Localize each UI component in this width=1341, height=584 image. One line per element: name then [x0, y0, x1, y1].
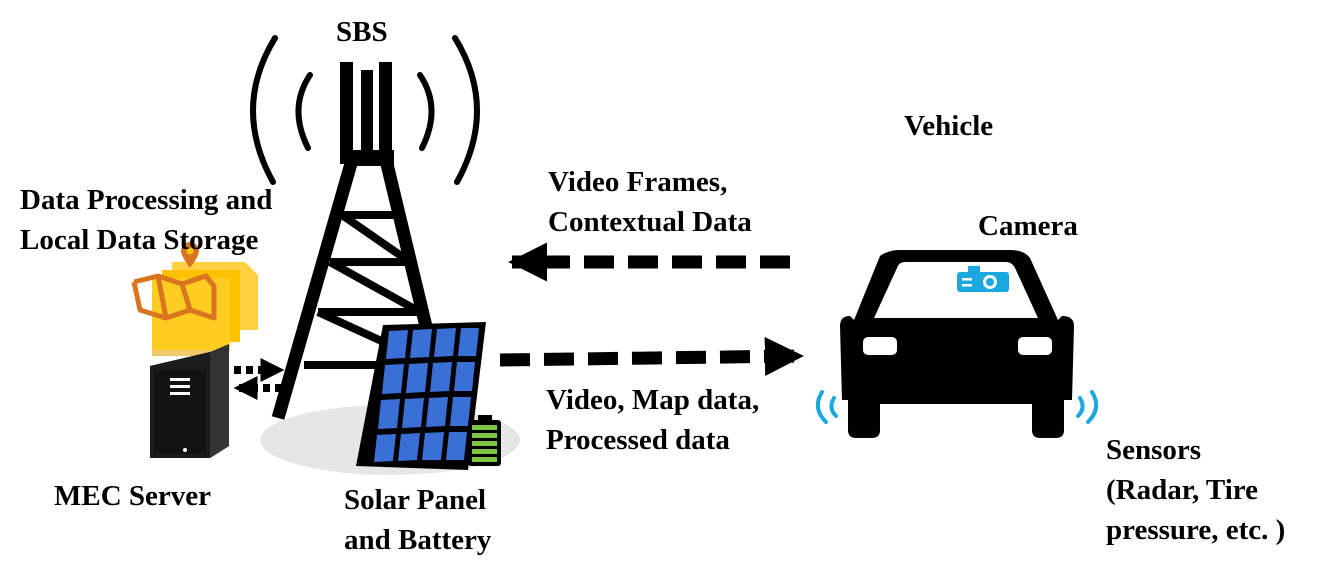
- downlink-line-2: Processed data: [546, 424, 730, 456]
- map-pin-icon: [181, 242, 199, 268]
- solar-battery-label: Solar Panel and Battery: [344, 480, 491, 560]
- server-link-arrows: [233, 358, 285, 400]
- signal-waves-icon: [250, 35, 480, 185]
- data-processing-line-2: Local Data Storage: [20, 224, 259, 256]
- data-processing-label: Data Processing and Local Data Storage: [20, 180, 272, 260]
- uplink-line-1: Video Frames,: [548, 166, 728, 198]
- downlink-arrow: [499, 336, 804, 376]
- cell-tower-icon: [271, 62, 455, 420]
- vehicle-label: Vehicle: [904, 110, 994, 142]
- solar-line-2: and Battery: [344, 524, 492, 556]
- folded-map-icon: [131, 262, 258, 356]
- battery-icon: [468, 415, 501, 466]
- sensors-line-2: (Radar, Tire: [1106, 474, 1259, 506]
- uplink-label: Video Frames, Contextual Data: [548, 162, 752, 242]
- camera-label: Camera: [978, 210, 1078, 242]
- solar-panel-icon: [356, 322, 486, 470]
- data-processing-line-1: Data Processing and: [20, 184, 273, 216]
- sensor-waves-icon: [815, 390, 1099, 424]
- sensors-label: Sensors (Radar, Tire pressure, etc. ): [1106, 430, 1285, 550]
- downlink-label: Video, Map data, Processed data: [546, 380, 759, 460]
- camera-icon: [957, 266, 1009, 292]
- uplink-line-2: Contextual Data: [548, 206, 752, 238]
- sbs-label: SBS: [336, 16, 388, 48]
- downlink-line-1: Video, Map data,: [546, 384, 760, 416]
- solar-line-1: Solar Panel: [344, 484, 487, 516]
- sensors-line-1: Sensors: [1106, 434, 1202, 466]
- server-icon: [150, 344, 229, 458]
- mec-server-label: MEC Server: [54, 480, 212, 512]
- sensors-line-3: pressure, etc. ): [1106, 514, 1286, 546]
